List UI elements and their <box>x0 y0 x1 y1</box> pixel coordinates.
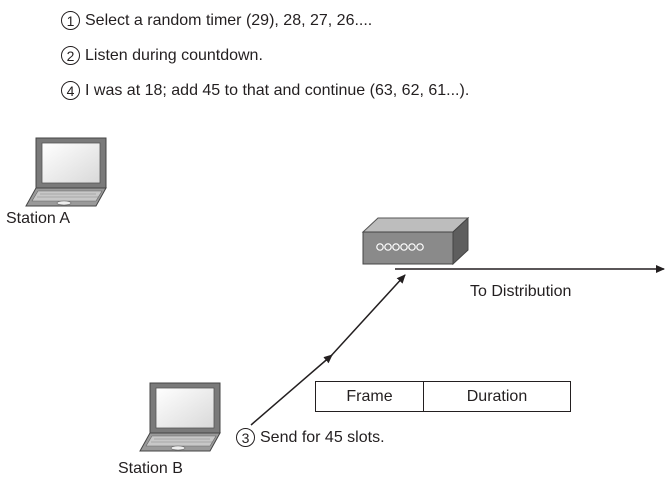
step-number: 4 <box>61 81 80 100</box>
step-number: 2 <box>61 46 80 65</box>
step-text: Send for 45 slots. <box>260 428 385 446</box>
transmission-arrow-upper <box>329 274 406 358</box>
step-text: Select a random timer (29), 28, 27, 26..… <box>85 11 373 29</box>
distribution-label: To Distribution <box>470 283 572 300</box>
step-text: I was at 18; add 45 to that and continue… <box>85 81 470 99</box>
step-2: 2 Listen during countdown. <box>61 46 263 65</box>
station-b-laptop-icon <box>139 382 221 452</box>
step-4: 4 I was at 18; add 45 to that and contin… <box>61 81 469 100</box>
frame-header-box: Frame Duration <box>315 381 571 412</box>
station-b-label: Station B <box>118 460 183 477</box>
duration-field: Duration <box>466 387 528 405</box>
step-3: 3 Send for 45 slots. <box>236 428 385 447</box>
step-number: 1 <box>61 11 80 30</box>
step-1: 1 Select a random timer (29), 28, 27, 26… <box>61 11 372 30</box>
station-a-laptop-icon <box>25 137 107 207</box>
frame-field: Frame <box>316 382 424 411</box>
transmission-arrow-lower <box>250 354 333 426</box>
station-a-label: Station A <box>6 210 71 227</box>
step-text: Listen during countdown. <box>85 46 263 64</box>
access-point-icon <box>361 216 470 266</box>
step-number: 3 <box>236 428 255 447</box>
